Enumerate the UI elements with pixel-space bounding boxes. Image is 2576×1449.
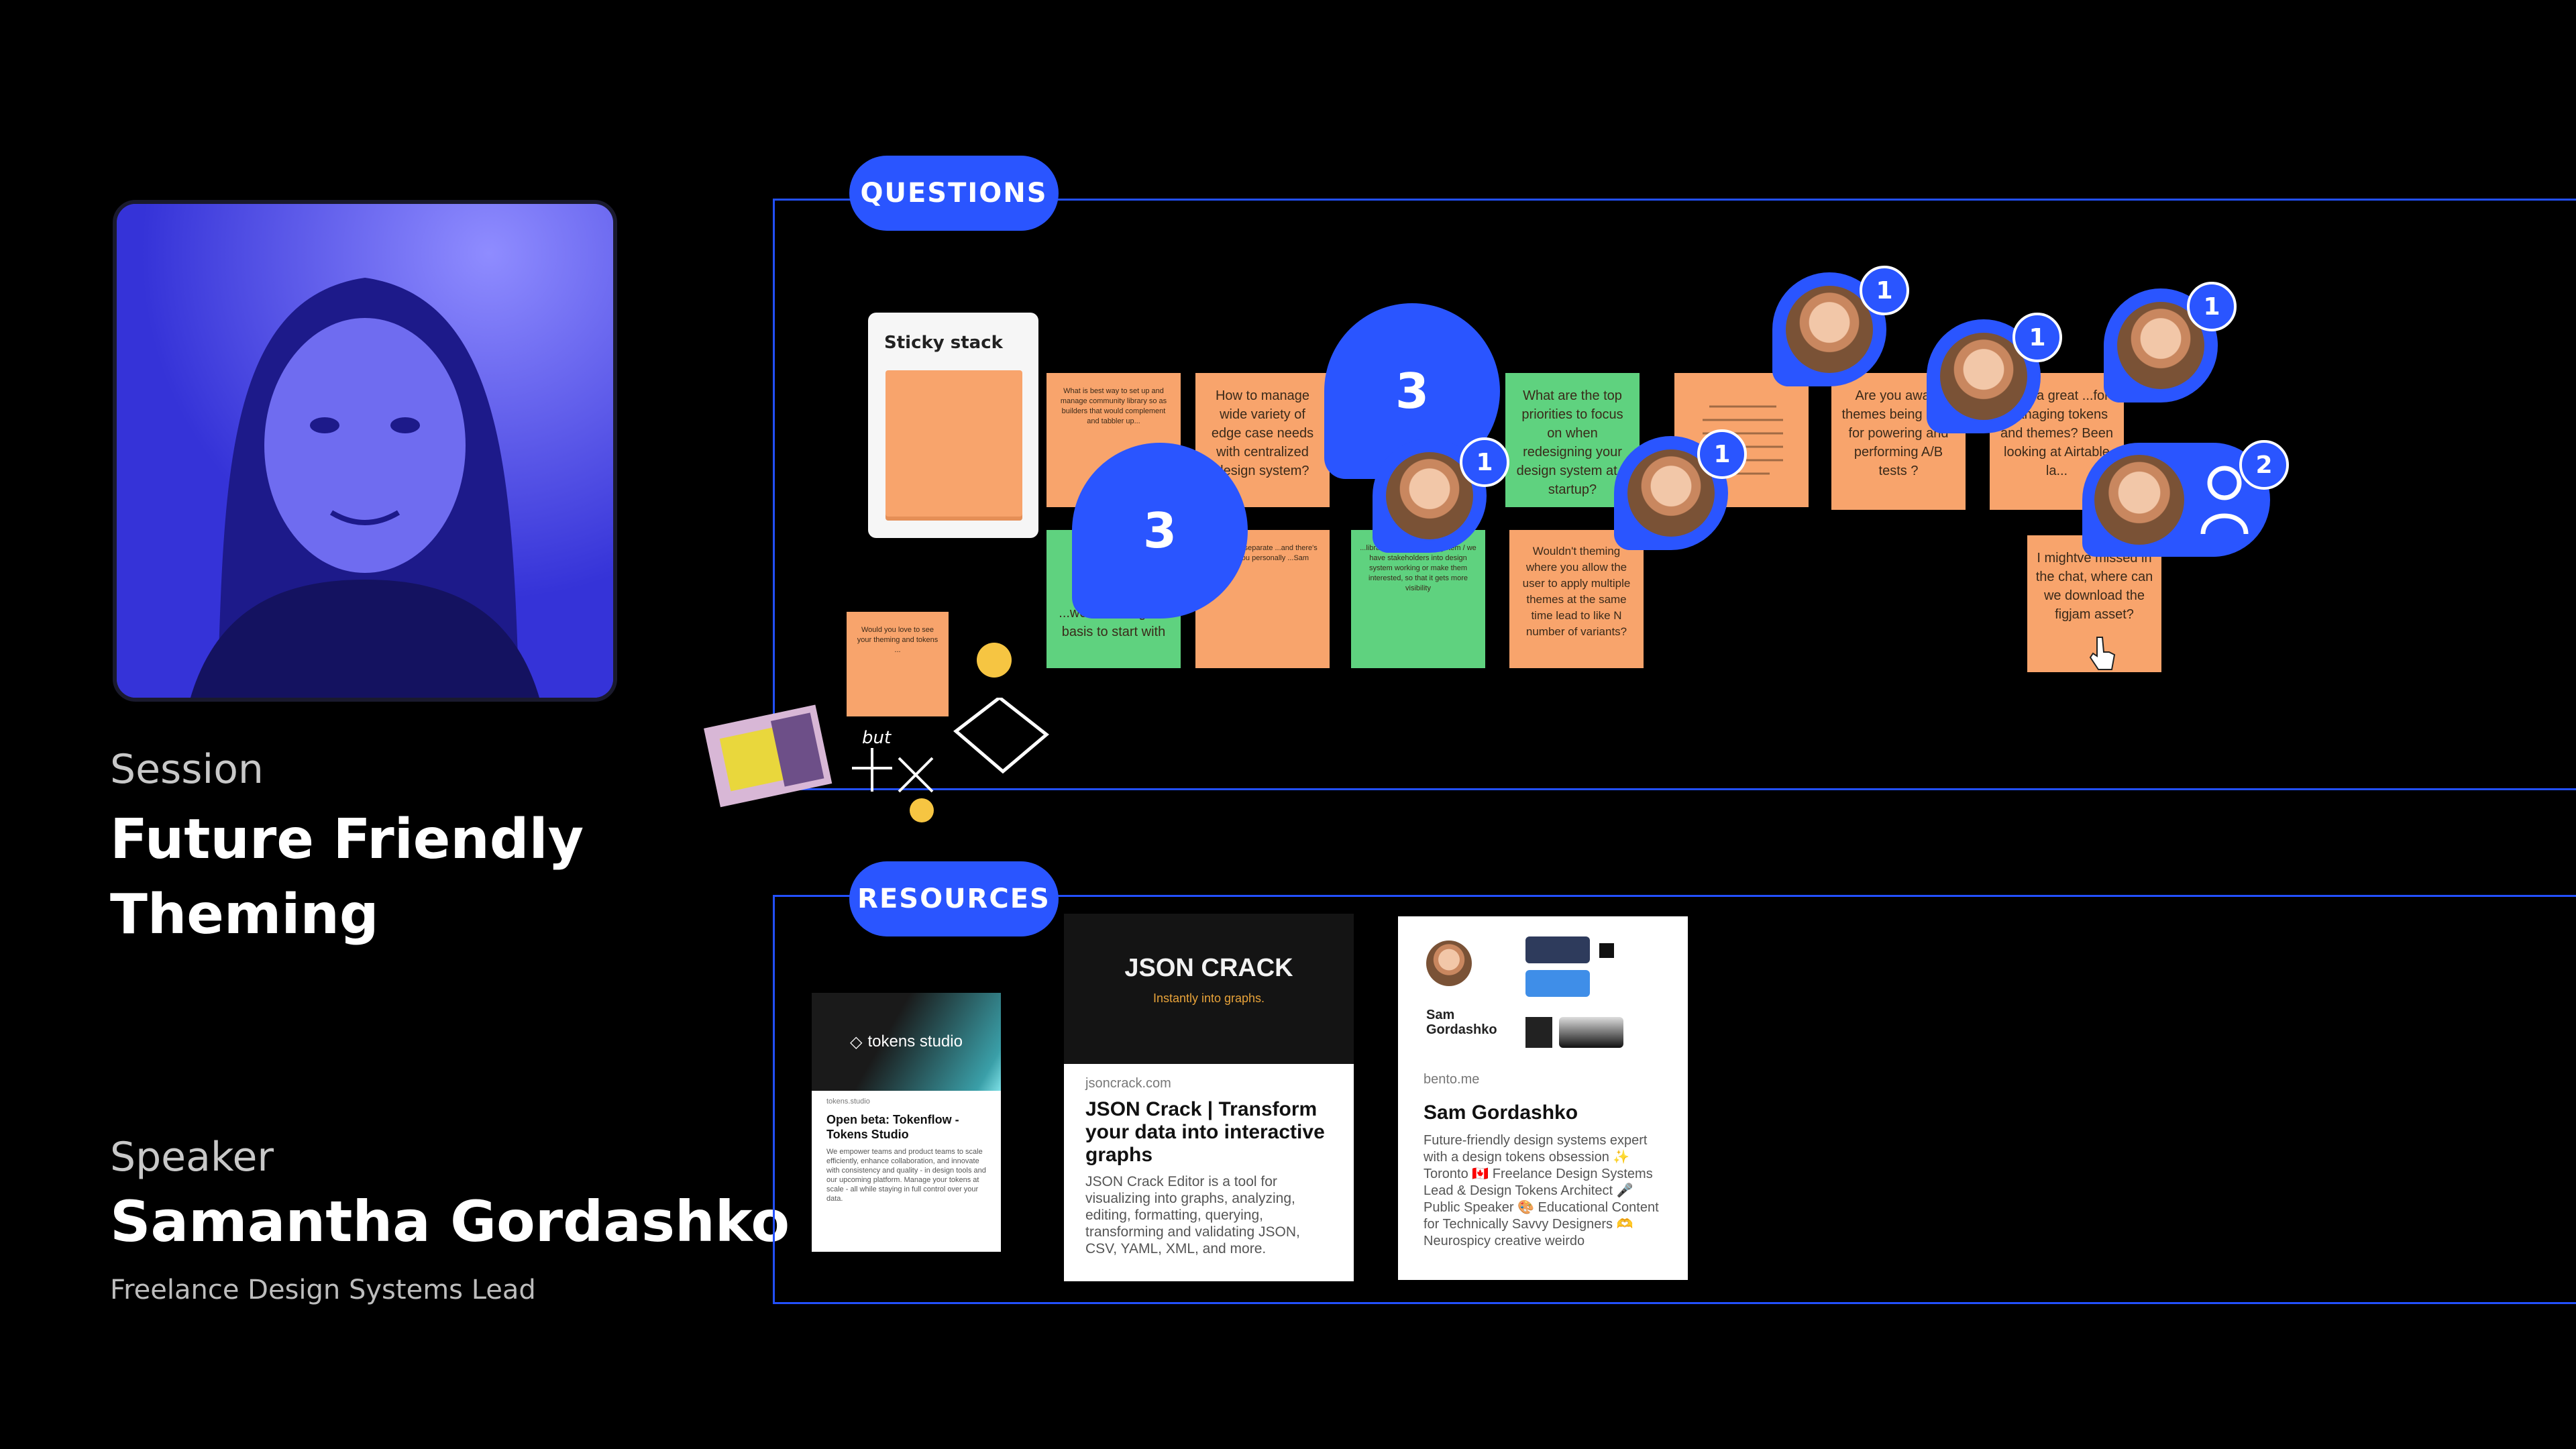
card-source: jsoncrack.com: [1085, 1076, 1171, 1091]
comment-avatar[interactable]: [1373, 439, 1487, 553]
card-title: Open beta: Tokenflow - Tokens Studio: [826, 1113, 959, 1141]
card-source: tokens.studio: [826, 1097, 870, 1106]
avatar: [1426, 941, 1472, 986]
sticky-note[interactable]: What are the top priorities to focus on …: [1505, 373, 1640, 507]
sticky-stack-label: Sticky stack: [884, 333, 1003, 353]
bento-tile: [1525, 1017, 1552, 1048]
comment-badge: 1: [1860, 266, 1909, 315]
sticky-stack-pad[interactable]: [885, 370, 1022, 517]
speaker-role: Freelance Design Systems Lead: [110, 1275, 536, 1305]
card-title: Sam Gordashko: [1424, 1102, 1578, 1124]
avatar: [1386, 452, 1473, 539]
sticky-note[interactable]: Wouldn't theming where you allow the use…: [1509, 530, 1644, 668]
hand-cursor-icon: [2089, 637, 2116, 670]
card-preview: ◇ tokens studio: [812, 993, 1001, 1091]
bento-tile: [1525, 970, 1590, 997]
comment-group[interactable]: [2082, 443, 2270, 557]
bento-tile: [1559, 1017, 1623, 1048]
speaker-photo: [113, 200, 617, 702]
avatar: [1786, 286, 1873, 373]
resource-card-bento[interactable]: Sam Gordashko bento.me Sam Gordashko Fut…: [1398, 916, 1688, 1280]
speaker-label: Speaker: [110, 1134, 274, 1181]
bento-profile-name: Sam Gordashko: [1426, 1008, 1497, 1037]
sticky-note[interactable]: I mightve missed in the chat, where can …: [2027, 535, 2161, 672]
comment-badge: 1: [1460, 437, 1509, 487]
emoji-sticker-thinking[interactable]: [910, 798, 934, 822]
speaker-name: Samantha Gordashko: [110, 1189, 790, 1254]
questions-tag[interactable]: QUESTIONS: [849, 156, 1059, 231]
card-description: We empower teams and product teams to sc…: [826, 1148, 986, 1203]
resource-card-tokens-studio[interactable]: ◇ tokens studio tokens.studio Open beta:…: [812, 993, 1001, 1252]
sticky-note[interactable]: What is best way to set up and manage co…: [1046, 373, 1181, 507]
comment-count-bubble[interactable]: 3: [1072, 443, 1248, 619]
questions-frame: [773, 199, 2576, 790]
card-title: JSON Crack | Transform your data into in…: [1085, 1098, 1325, 1166]
sticky-note[interactable]: How to manage wide variety of edge case …: [1195, 373, 1330, 507]
tokens-studio-logo-icon: ◇: [850, 1032, 863, 1051]
svg-text:but: but: [862, 728, 892, 748]
user-icon: [2200, 466, 2249, 535]
bento-tile: [1599, 943, 1614, 958]
comment-badge: 2: [2239, 440, 2289, 490]
card-preview: JSON CRACK Instantly into graphs.: [1064, 914, 1354, 1064]
session-label: Session: [110, 746, 264, 793]
comment-badge: 1: [2012, 313, 2062, 362]
avatar: [1940, 333, 2027, 420]
speaker-portrait-image: [117, 204, 613, 698]
resources-tag[interactable]: RESOURCES: [849, 861, 1059, 936]
session-title: Future Friendly Theming: [110, 802, 647, 953]
resource-card-json-crack[interactable]: JSON CRACK Instantly into graphs. jsoncr…: [1064, 914, 1354, 1281]
sticky-note[interactable]: ...library is built in and / system / we…: [1351, 530, 1485, 668]
emoji-sticker[interactable]: [977, 643, 1012, 678]
resources-frame: [773, 895, 2576, 1304]
comment-badge: 1: [2187, 282, 2237, 331]
sticky-stack[interactable]: Sticky stack: [868, 313, 1038, 538]
card-source: bento.me: [1424, 1072, 1480, 1087]
card-tagline: Instantly into graphs.: [1152, 991, 1265, 1005]
card-description: Future-friendly design systems expert wi…: [1424, 1133, 1659, 1248]
doodles[interactable]: but: [698, 698, 1073, 832]
session-title-line2: Theming: [110, 883, 379, 947]
bento-tile: [1525, 936, 1590, 963]
sticky-note-small[interactable]: Would you love to see your theming and t…: [847, 612, 949, 716]
session-title-line1: Future Friendly: [110, 808, 584, 871]
card-brand: tokens studio: [867, 1032, 963, 1051]
avatar: [2094, 455, 2184, 545]
comment-badge: 1: [1697, 429, 1747, 479]
card-description: JSON Crack Editor is a tool for visualiz…: [1085, 1174, 1300, 1256]
card-brand: JSON CRACK: [1124, 954, 1293, 982]
